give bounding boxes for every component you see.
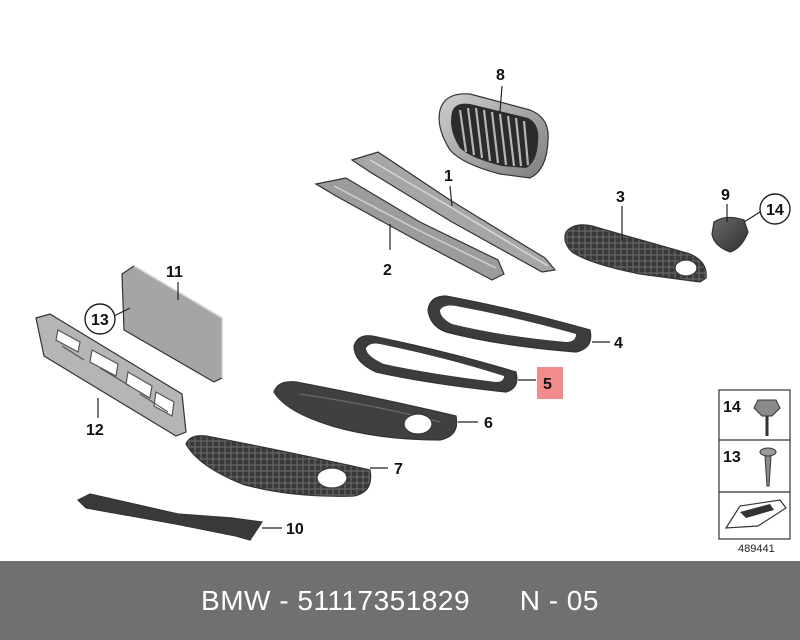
footer-part-number: 51117351829 — [297, 584, 471, 616]
nut-screw-icon — [753, 399, 781, 436]
footer-bar: BMW - 51117351829 N - 05 — [0, 561, 800, 640]
part-7-lower-grille — [185, 435, 372, 497]
footer-position: N - 05 — [519, 584, 599, 616]
callout-11: 11 — [166, 264, 183, 281]
part-1-upper-trim-strip — [350, 151, 557, 273]
part-10-lower-trim-strip — [76, 493, 264, 541]
callout-1: 1 — [444, 168, 453, 185]
footer-separator: - — [270, 584, 298, 616]
part-6-side-grille — [273, 381, 458, 441]
exploded-parts-diagram: 8 1 2 3 9 14 11 13 — [35, 67, 791, 555]
callout-12: 12 — [86, 422, 104, 439]
callout-6: 6 — [484, 415, 493, 432]
footer-gap — [470, 585, 520, 617]
callout-13: 13 — [91, 312, 109, 329]
callout-14-circle — [759, 193, 791, 225]
part-8-kidney-grille — [438, 93, 549, 179]
part-11-license-plate-carrier — [121, 265, 223, 383]
callout-3: 3 — [616, 189, 625, 206]
legend-item-13: 13 — [723, 449, 741, 466]
part-4-trim-frame-upper — [427, 295, 592, 353]
reference-number: 489441 — [738, 543, 775, 555]
callout-7: 7 — [394, 461, 403, 478]
footer-brand: BMW — [201, 584, 271, 616]
callout-14: 14 — [766, 202, 784, 219]
part-2-lower-trim-strip — [314, 177, 505, 281]
screw-icon — [759, 447, 777, 487]
part-5-trim-frame-highlighted — [353, 335, 518, 393]
callout-5-highlight — [537, 367, 563, 399]
callout-2: 2 — [383, 262, 392, 279]
part-9-cover — [711, 216, 749, 253]
part-3-right-grille-insert — [564, 224, 707, 283]
part-symbol-icon — [724, 499, 787, 529]
callout-8: 8 — [496, 67, 505, 84]
fastener-legend: 14 13 — [718, 389, 791, 540]
callout-10: 10 — [286, 521, 304, 538]
callout-13-circle — [84, 303, 116, 335]
callout-5: 5 — [543, 376, 552, 393]
legend-item-14: 14 — [723, 399, 741, 416]
callout-9: 9 — [721, 187, 730, 204]
part-12-plate-base-bracket — [35, 313, 187, 437]
callout-4: 4 — [614, 335, 623, 352]
